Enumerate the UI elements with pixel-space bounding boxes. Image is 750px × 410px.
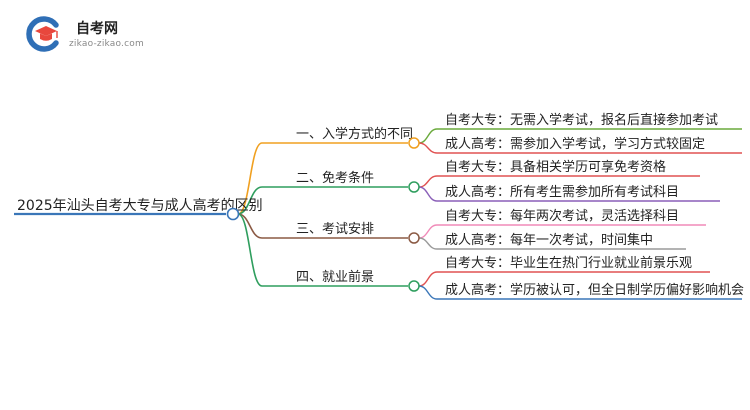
leaf-edge bbox=[418, 224, 438, 239]
root-collapse-toggle[interactable] bbox=[226, 207, 240, 221]
leaf-edge bbox=[418, 175, 438, 188]
leaf-node-label: 成人高考：学历被认可，但全日制学历偏好影响机会 bbox=[445, 282, 744, 298]
leaf-edge bbox=[418, 142, 438, 154]
leaf-node-label: 自考大专：毕业生在热门行业就业前景乐观 bbox=[445, 255, 692, 271]
leaf-edge bbox=[418, 128, 438, 144]
branch-node-label: 三、考试安排 bbox=[296, 222, 374, 237]
brand-domain: zikao-zikao.com bbox=[69, 39, 144, 49]
branch-node-label: 二、免考条件 bbox=[296, 170, 374, 186]
leaf-edge bbox=[418, 186, 438, 202]
branch-edge bbox=[237, 142, 263, 215]
leaf-node-label: 自考大专：每年两次考试，灵活选择科目 bbox=[445, 208, 679, 224]
branch-collapse-toggle[interactable] bbox=[408, 232, 420, 244]
branch-collapse-toggle[interactable] bbox=[408, 280, 420, 292]
leaf-edge bbox=[418, 271, 438, 287]
mindmap-edges bbox=[237, 128, 438, 300]
branch-collapse-toggle[interactable] bbox=[408, 137, 420, 149]
branch-edge bbox=[237, 186, 263, 215]
brand-logo[interactable]: 自考网 zikao-zikao.com bbox=[22, 14, 144, 54]
branch-node-label: 一、入学方式的不同 bbox=[296, 126, 413, 142]
leaf-edge bbox=[418, 237, 438, 250]
branch-edge bbox=[237, 213, 263, 287]
graduation-cap-icon bbox=[26, 16, 59, 52]
root-node-label: 2025年汕头自考大专与成人高考的区别 bbox=[17, 197, 263, 214]
leaf-node-label: 自考大专：无需入学考试，报名后直接参加考试 bbox=[445, 112, 718, 128]
leaf-node-label: 成人高考：每年一次考试，时间集中 bbox=[445, 232, 653, 248]
leaf-node-label: 成人高考：所有考生需参加所有考试科目 bbox=[445, 184, 679, 200]
leaf-node-label: 成人高考：需参加入学考试，学习方式较固定 bbox=[445, 136, 705, 152]
mindmap-underlines bbox=[14, 128, 742, 300]
mindmap-nodes: 2025年汕头自考大专与成人高考的区别 一、入学方式的不同 自考大专：无需入学考试，… bbox=[17, 112, 744, 298]
branch-collapse-toggle[interactable] bbox=[408, 181, 420, 193]
brand-name: 自考网 bbox=[76, 21, 118, 37]
leaf-edge bbox=[418, 285, 438, 300]
branch-node-label: 四、就业前景 bbox=[296, 269, 374, 285]
leaf-node-label: 自考大专：具备相关学历可享免考资格 bbox=[445, 159, 666, 175]
